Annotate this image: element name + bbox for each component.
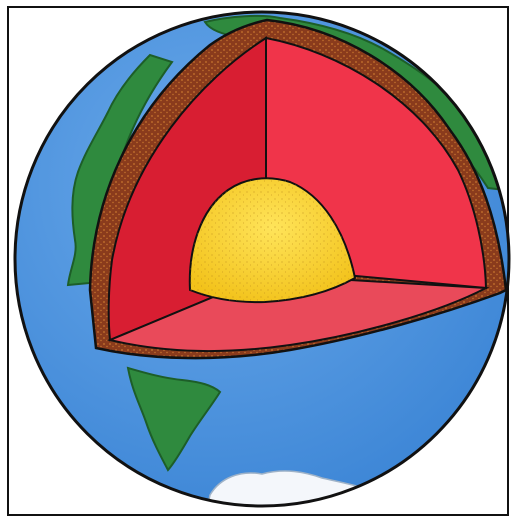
earth-cutaway-diagram — [0, 0, 516, 521]
